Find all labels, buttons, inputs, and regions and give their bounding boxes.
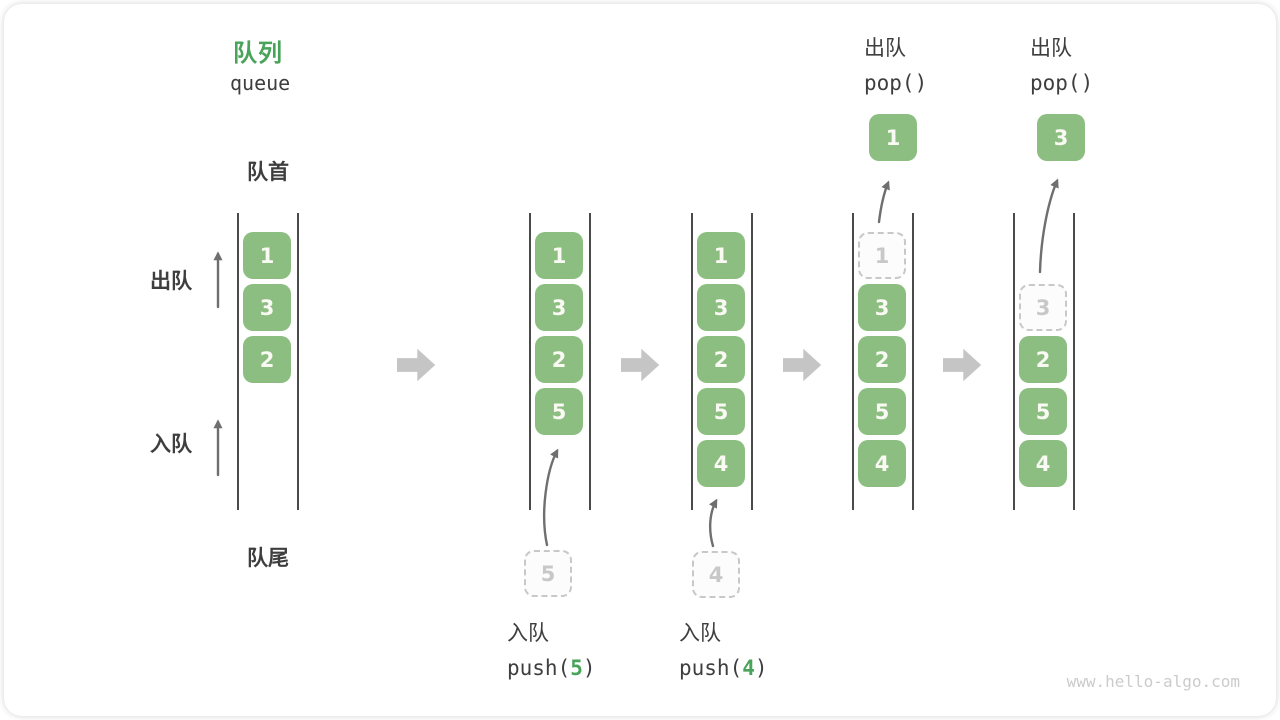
queue-cell: 1 xyxy=(535,232,583,279)
queue-cell: 4 xyxy=(697,440,745,487)
queue-cell: 5 xyxy=(697,388,745,435)
push-arg: 5 xyxy=(570,656,583,680)
queue-wall xyxy=(691,213,693,510)
queue-wall xyxy=(589,213,591,510)
pop-label-code: pop() xyxy=(1030,71,1094,95)
queue-wall xyxy=(852,213,854,510)
queue-wall xyxy=(1073,213,1075,510)
queue-cell: 3 xyxy=(697,284,745,331)
queue-front-label: 队首 xyxy=(247,161,289,184)
pop-label-zh: 出队 xyxy=(1030,37,1072,60)
queue-wall xyxy=(1013,213,1015,510)
page-title: 队列 xyxy=(233,40,283,67)
queue-cell: 5 xyxy=(535,388,583,435)
queue-cell: 2 xyxy=(243,336,291,383)
dequeue-side-label: 出队 xyxy=(150,270,192,293)
push-label-code: push(5) xyxy=(507,656,596,680)
removed-element-cell: 3 xyxy=(1019,284,1067,331)
pop-operation-label-2: 出队 pop() xyxy=(1030,32,1093,95)
queue-wall xyxy=(529,213,531,510)
queue-cell: 3 xyxy=(243,284,291,331)
push-label-zh: 入队 xyxy=(679,622,721,645)
queue-wall xyxy=(751,213,753,510)
pop-operation-label-1: 出队 pop() xyxy=(864,32,927,95)
push-label-code: push(4) xyxy=(679,656,768,680)
queue-cell: 4 xyxy=(858,440,906,487)
enqueue-side-label: 入队 xyxy=(150,433,192,456)
watermark: www.hello-algo.com xyxy=(1066,672,1240,691)
popped-element-cell: 1 xyxy=(869,114,917,161)
queue-cell: 3 xyxy=(535,284,583,331)
queue-wall xyxy=(912,213,914,510)
queue-cell: 2 xyxy=(1019,336,1067,383)
queue-cell: 1 xyxy=(243,232,291,279)
incoming-element-cell: 4 xyxy=(692,551,740,598)
pop-label-code: pop() xyxy=(864,71,928,95)
queue-cell: 2 xyxy=(535,336,583,383)
queue-wall xyxy=(297,213,299,510)
queue-cell: 5 xyxy=(858,388,906,435)
queue-wall xyxy=(237,213,239,510)
push-operation-label-2: 入队 push(4) xyxy=(679,617,768,680)
incoming-element-cell: 5 xyxy=(524,550,572,597)
removed-element-cell: 1 xyxy=(858,232,906,279)
popped-element-cell: 3 xyxy=(1037,114,1085,161)
queue-cell: 2 xyxy=(858,336,906,383)
push-label-zh: 入队 xyxy=(507,622,549,645)
push-operation-label-1: 入队 push(5) xyxy=(507,617,596,680)
queue-cell: 2 xyxy=(697,336,745,383)
page-subtitle: queue xyxy=(230,71,291,95)
queue-rear-label: 队尾 xyxy=(247,547,289,570)
queue-cell: 1 xyxy=(697,232,745,279)
push-arg: 4 xyxy=(742,656,755,680)
queue-cell: 5 xyxy=(1019,388,1067,435)
queue-cell: 4 xyxy=(1019,440,1067,487)
pop-label-zh: 出队 xyxy=(864,37,906,60)
queue-cell: 3 xyxy=(858,284,906,331)
